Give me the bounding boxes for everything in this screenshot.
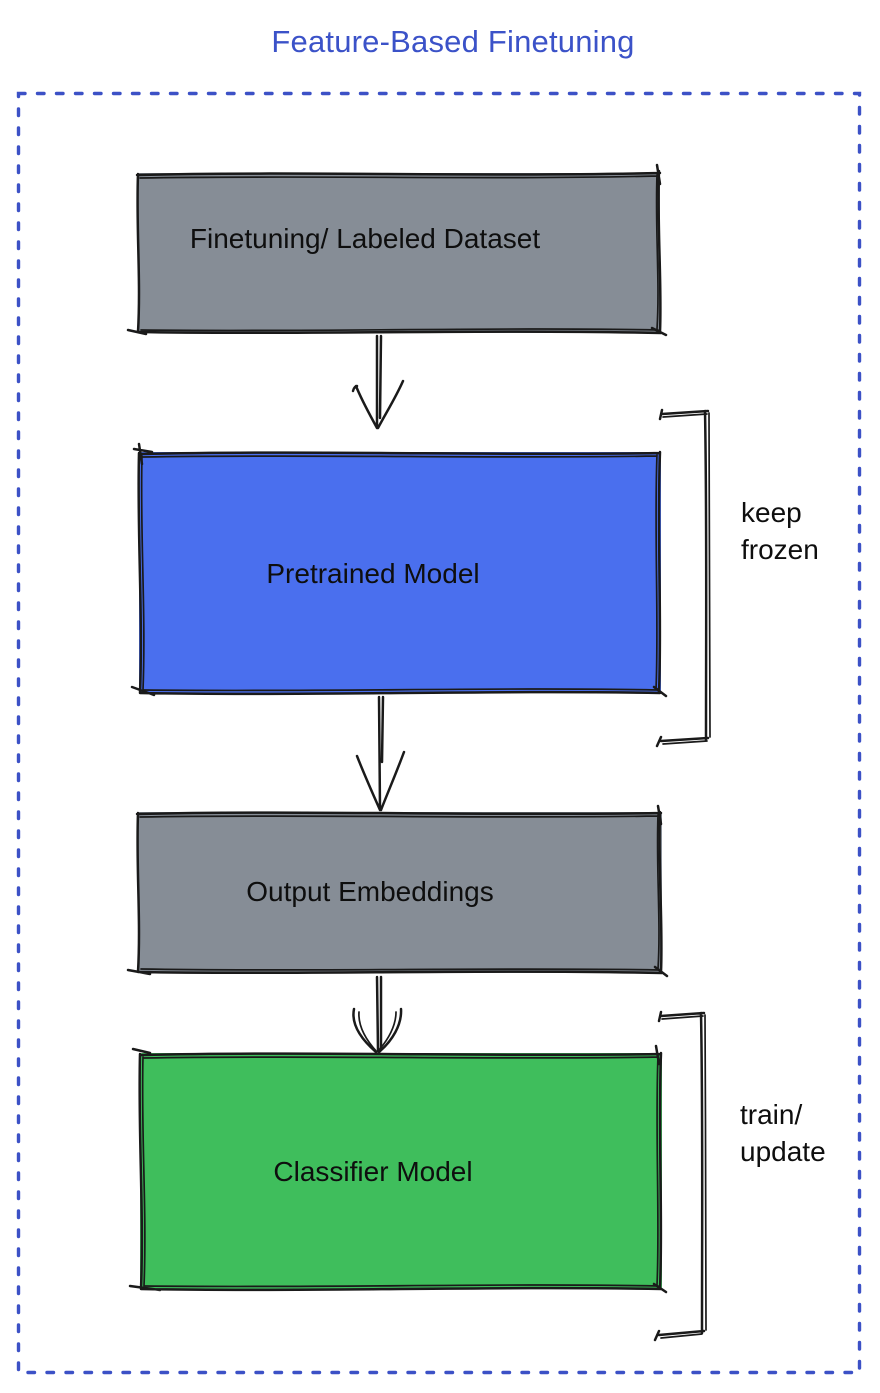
diagram-title: Feature-Based Finetuning bbox=[271, 24, 635, 59]
annotation-keep-frozen-line1: keep bbox=[741, 497, 802, 528]
annotation-train-update-line1: train/ bbox=[740, 1099, 803, 1130]
arrow-embeddings-to-classifier bbox=[352, 975, 403, 1054]
arrow-pretrained-to-embeddings bbox=[355, 695, 406, 812]
node-label-classifier-model: Classifier Model bbox=[273, 1156, 473, 1187]
arrow-dataset-to-pretrained bbox=[351, 334, 405, 430]
annotation-train-update-line2: update bbox=[740, 1136, 826, 1167]
node-label-pretrained-model: Pretrained Model bbox=[266, 558, 480, 589]
annotation-keep-frozen-line2: frozen bbox=[741, 534, 819, 565]
annotation-keep-frozen: keep frozen bbox=[741, 494, 819, 568]
node-label-output-embeddings: Output Embeddings bbox=[246, 876, 494, 907]
annotation-train-update: train/ update bbox=[740, 1096, 826, 1170]
node-label-finetuning-dataset: Finetuning/ Labeled Dataset bbox=[189, 223, 541, 254]
keep-frozen-bracket bbox=[655, 408, 711, 748]
train-update-bracket bbox=[653, 1010, 707, 1342]
